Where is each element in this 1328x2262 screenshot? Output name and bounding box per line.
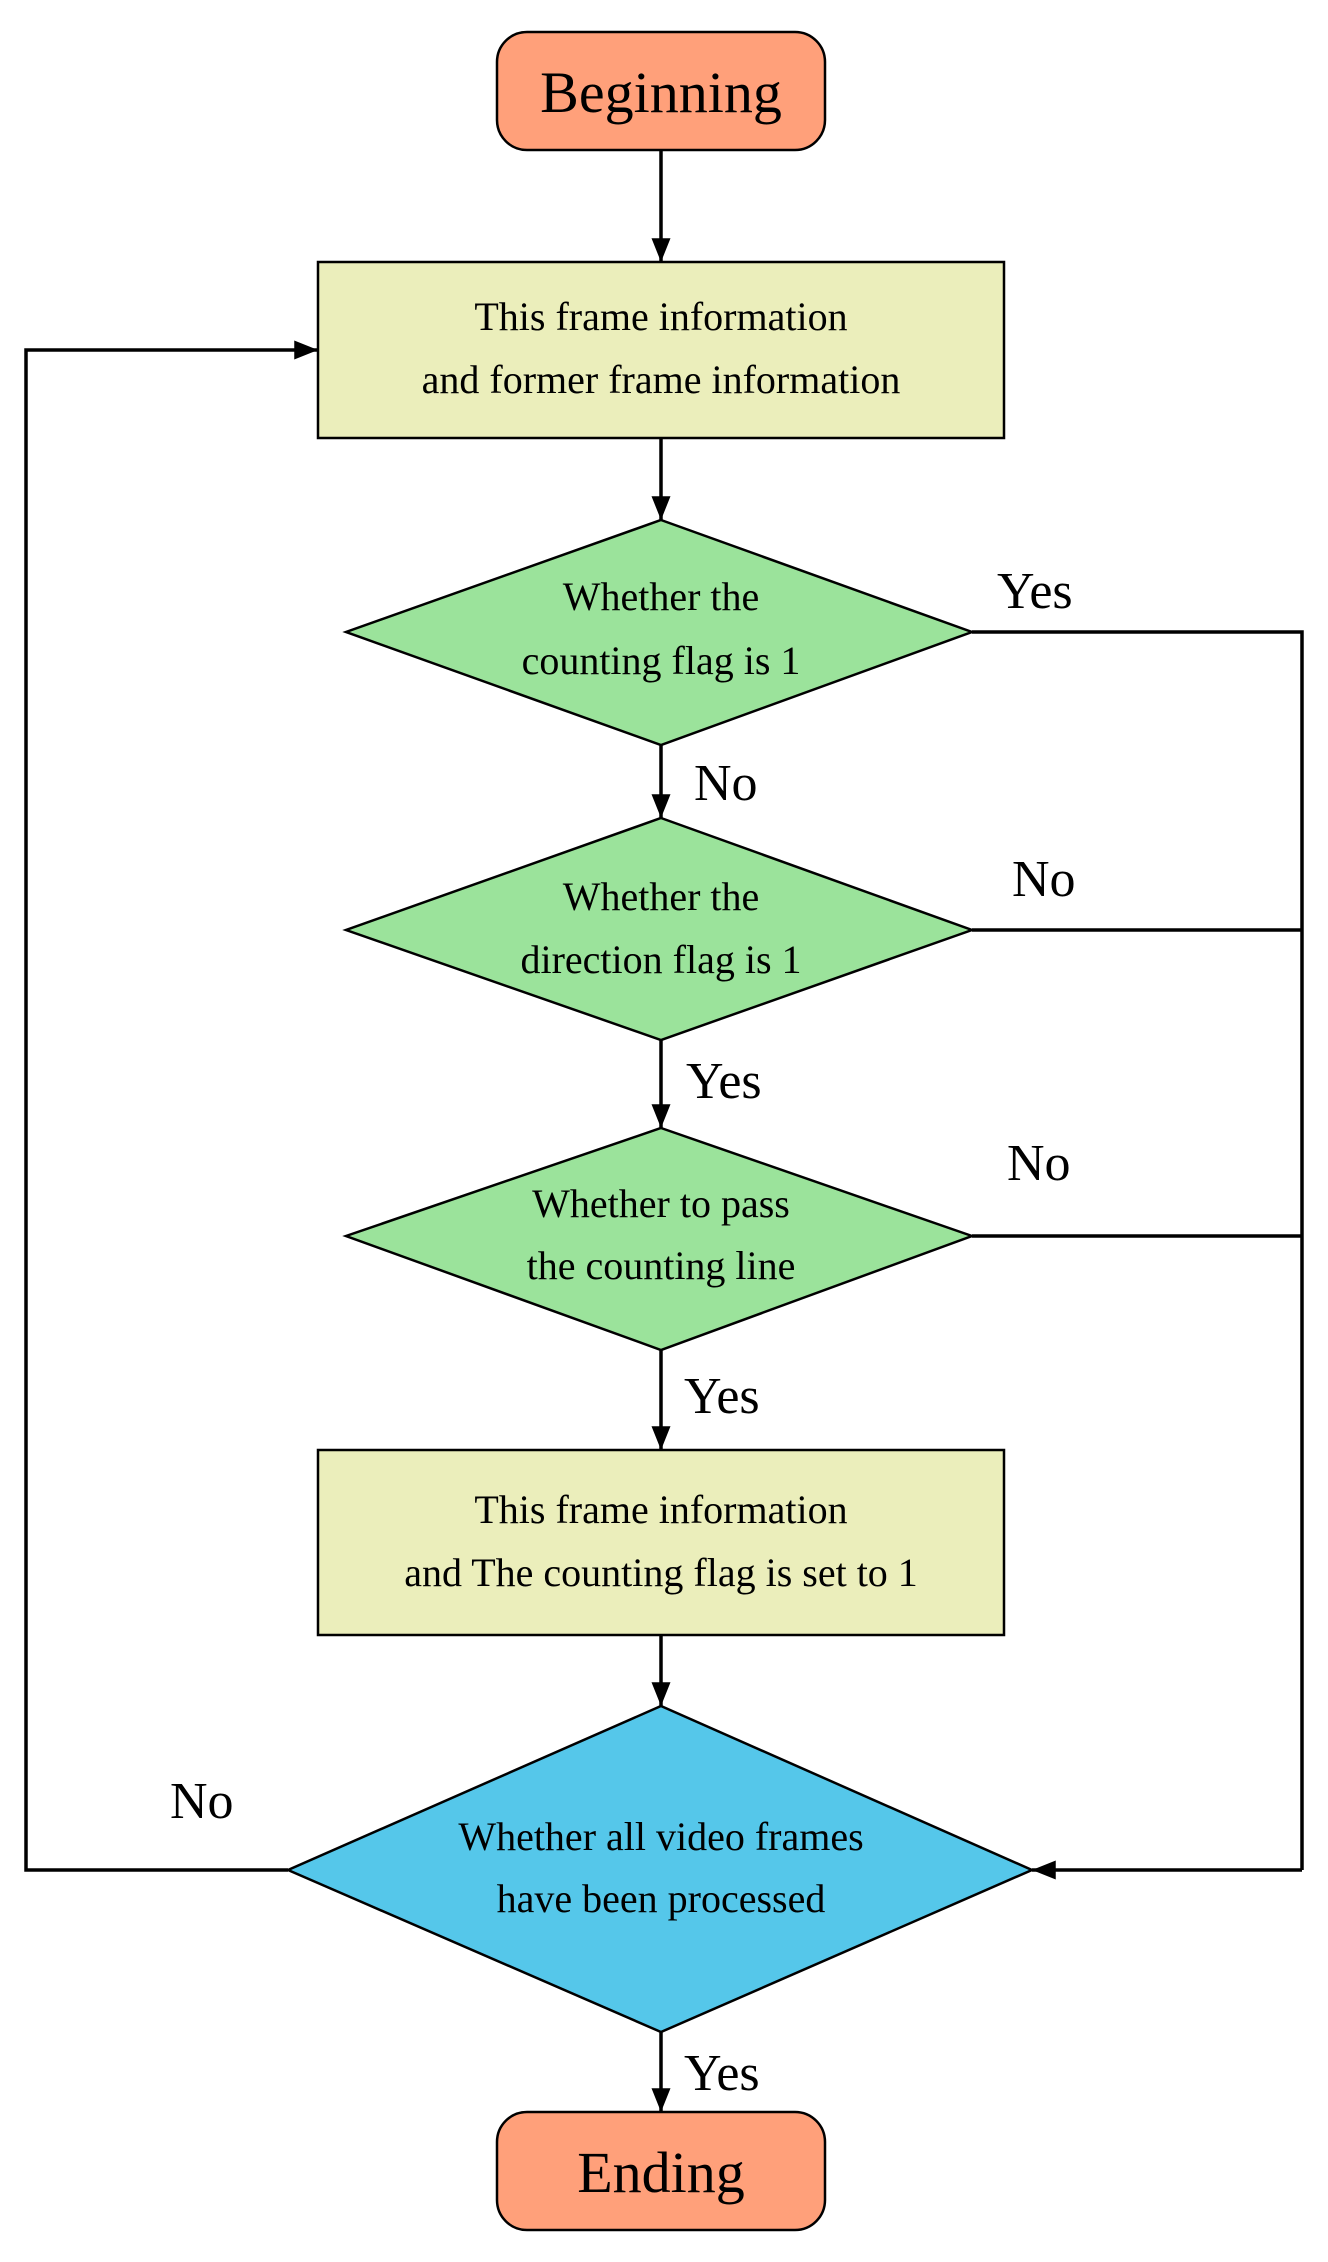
node-all-frames-processed-line2: have been processed bbox=[497, 1876, 826, 1921]
node-beginning-label: Beginning bbox=[540, 60, 782, 125]
label-line-yes: Yes bbox=[684, 1368, 760, 1425]
node-frame-information-line1: This frame information bbox=[474, 294, 847, 339]
node-set-counting-flag: This frame information and The counting … bbox=[316, 1448, 1006, 1637]
node-set-counting-flag-line2: and The counting flag is set to 1 bbox=[404, 1550, 918, 1595]
label-direction-yes: Yes bbox=[686, 1053, 762, 1110]
node-frame-information: This frame information and former frame … bbox=[316, 260, 1006, 440]
label-counting-no: No bbox=[694, 755, 758, 812]
node-ending: Ending bbox=[495, 2110, 827, 2232]
label-direction-no: No bbox=[1012, 851, 1076, 908]
label-all-no: No bbox=[170, 1773, 234, 1830]
node-direction-flag-check-line2: direction flag is 1 bbox=[520, 937, 801, 982]
label-line-no: No bbox=[1007, 1135, 1071, 1192]
label-counting-yes: Yes bbox=[997, 563, 1073, 620]
node-beginning: Beginning bbox=[495, 30, 827, 152]
node-all-frames-processed-line1: Whether all video frames bbox=[458, 1814, 863, 1859]
node-counting-line-check-line2: the counting line bbox=[527, 1243, 796, 1288]
edge-all-processed-no-loop bbox=[24, 340, 318, 1872]
label-all-yes: Yes bbox=[684, 2045, 760, 2102]
node-ending-label: Ending bbox=[577, 2140, 745, 2205]
node-set-counting-flag-line1: This frame information bbox=[474, 1487, 847, 1532]
edge-counting-check-yes bbox=[972, 630, 1304, 1870]
node-direction-flag-check-line1: Whether the bbox=[563, 874, 760, 919]
node-direction-flag-check: Whether the direction flag is 1 bbox=[342, 816, 976, 1042]
node-frame-information-line2: and former frame information bbox=[422, 357, 901, 402]
node-counting-flag-check-line1: Whether the bbox=[563, 574, 760, 619]
node-counting-flag-check: Whether the counting flag is 1 bbox=[342, 518, 976, 747]
node-all-frames-processed: Whether all video frames have been proce… bbox=[284, 1704, 1036, 2034]
node-counting-line-check-line1: Whether to pass bbox=[532, 1181, 790, 1226]
node-counting-line-check: Whether to pass the counting line bbox=[342, 1126, 976, 1352]
node-counting-flag-check-line2: counting flag is 1 bbox=[522, 638, 801, 683]
